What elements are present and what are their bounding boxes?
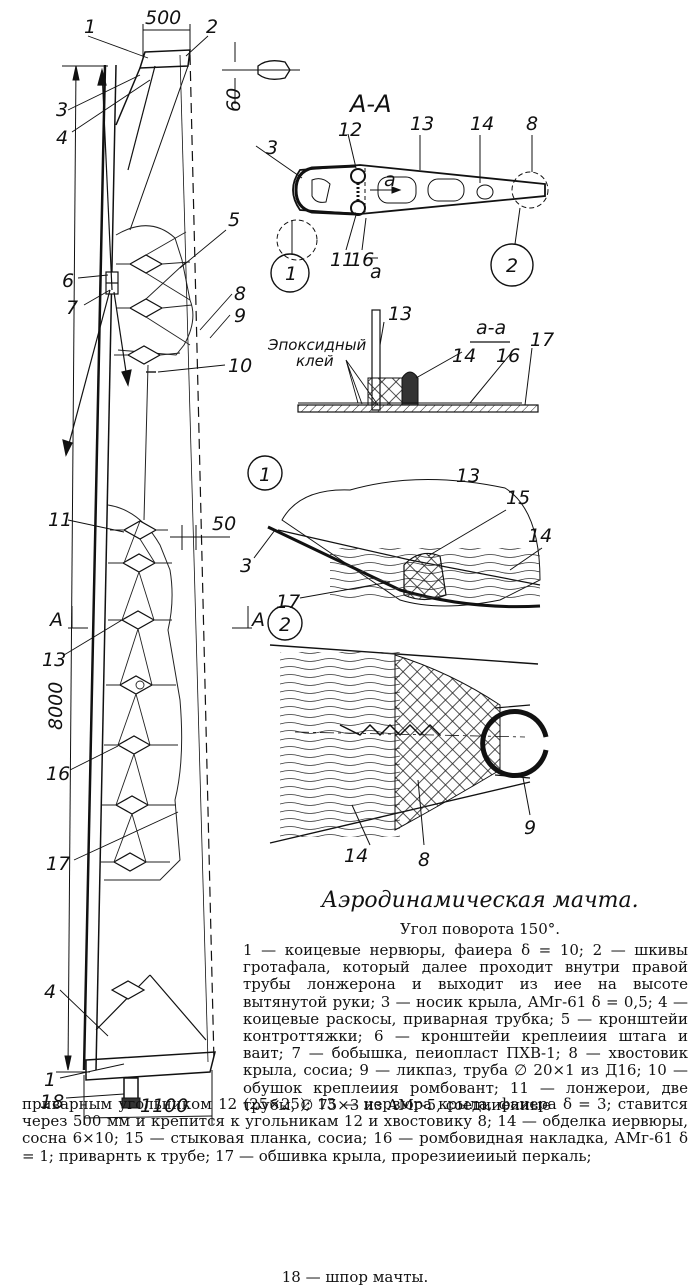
small-label-17: 17	[530, 329, 554, 351]
mast-outline	[82, 49, 216, 1109]
label-13: 13	[42, 649, 66, 671]
glue-label-2: клей	[296, 352, 334, 370]
label-17: 17	[46, 853, 70, 875]
label-1: 1	[84, 16, 96, 38]
cut-label-left: А	[48, 609, 63, 631]
aa-label-8: 8	[526, 113, 538, 135]
label-6: 6	[62, 270, 74, 292]
section-small-labels: а-а Эпоксидный клей 13 14 16 17	[267, 303, 554, 370]
label-4b: 4	[44, 981, 56, 1003]
cut-label-right: А	[250, 609, 265, 631]
mast-labels: 1 2 3 4 5 6 7 8 9 10 11 13 16 17 4 1 18	[40, 16, 252, 1113]
d2-label-14: 14	[344, 845, 368, 867]
aa-label-13: 13	[410, 113, 434, 135]
detail-1	[247, 455, 543, 609]
label-10: 10	[228, 355, 252, 377]
label-9: 9	[234, 305, 246, 327]
dim-top-width: 500	[145, 7, 181, 29]
section-AA	[255, 133, 549, 293]
rib-lattice	[100, 231, 193, 863]
detail-2-number: 2	[279, 614, 291, 636]
section-AA-labels: 3 12 13 14 8 11 16 а а 1 2	[266, 113, 538, 285]
label-2: 2	[206, 16, 218, 38]
figure-subtitle: Угол поворота 150°.	[399, 920, 561, 938]
d1-label-13: 13	[456, 465, 480, 487]
detail-1-circle: 1	[285, 263, 297, 285]
detail-2-labels: 2 14 8 9	[279, 614, 536, 871]
label-5: 5	[228, 209, 240, 231]
d2-label-8: 8	[418, 849, 430, 871]
detail-1-number: 1	[259, 464, 271, 486]
d1-label-3: 3	[240, 555, 252, 577]
label-4: 4	[56, 127, 68, 149]
small-label-13: 13	[388, 303, 412, 325]
aa-label-3: 3	[266, 137, 278, 159]
rhombus-plates	[110, 254, 164, 1000]
dim-mid-width: 50	[212, 513, 236, 535]
label-11: 11	[48, 509, 72, 531]
figure-title: Аэродинамическая мачта.	[321, 888, 639, 913]
label-3: 3	[56, 99, 68, 121]
d2-label-9: 9	[524, 817, 536, 839]
detail-1-labels: 1 13 15 14 3 17	[240, 464, 552, 613]
dim-nose: 60	[223, 88, 245, 112]
detail-2-circle: 2	[506, 255, 518, 277]
small-section-title: а-а	[476, 317, 506, 339]
small-label-14: 14	[452, 345, 476, 367]
d1-label-17: 17	[276, 591, 300, 613]
glue-label-1: Эпоксидный	[267, 336, 367, 354]
mast-leaders	[59, 35, 233, 1099]
detail-2	[267, 605, 549, 846]
label-16: 16	[46, 763, 70, 785]
label-18: 18	[40, 1091, 64, 1113]
aa-label-11: 11	[330, 249, 354, 271]
small-label-16: 16	[496, 345, 520, 367]
label-7: 7	[66, 297, 78, 319]
d1-label-14: 14	[528, 525, 552, 547]
d1-label-15: 15	[506, 487, 530, 509]
legend-right-column: 1 — коицевые нервюры, фаиера δ = 10; 2 —…	[243, 941, 688, 1114]
dim-bottom-width: 1100	[140, 1095, 188, 1117]
legend-last-line: 18 — шпор мачты.	[281, 1268, 429, 1286]
aa-cut-a2: а	[384, 169, 396, 191]
aa-label-12: 12	[338, 119, 362, 141]
legend-full-width: приварным угольником 12 (25×25); 13 — не…	[22, 1095, 688, 1165]
aa-cut-a: а	[370, 261, 382, 283]
section-small	[297, 309, 539, 413]
aa-label-14: 14	[470, 113, 494, 135]
label-8: 8	[234, 283, 246, 305]
section-title-AA: А-А	[348, 90, 392, 118]
label-1b: 1	[44, 1069, 56, 1091]
dimension-labels: 500 60 8000 50 1100 А А	[45, 7, 265, 1117]
mast-dimensions	[56, 24, 300, 1125]
dim-height: 8000	[45, 682, 67, 730]
aa-label-16: 16	[350, 249, 374, 271]
